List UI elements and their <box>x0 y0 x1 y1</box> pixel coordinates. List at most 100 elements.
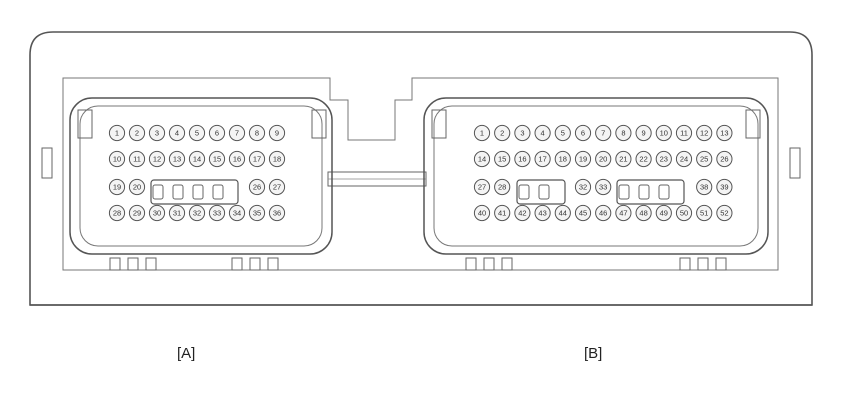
pin-label-b-33: 33 <box>599 183 607 192</box>
pin-b-6 <box>574 124 592 142</box>
pin-a-20 <box>128 178 146 196</box>
pin-b-38 <box>696 178 713 196</box>
pin-b-26 <box>716 150 733 168</box>
pin-a-9 <box>268 124 286 142</box>
pin-b-18 <box>554 150 571 168</box>
pin-label-b-20: 20 <box>599 155 607 164</box>
pin-b-40 <box>473 204 491 222</box>
pin-b-7 <box>595 124 612 142</box>
connector-b-feet <box>465 257 727 271</box>
pin-b-45 <box>574 204 592 222</box>
pin-label-a-4: 4 <box>175 129 179 138</box>
pin-b-52 <box>716 204 733 222</box>
pin-a-14 <box>188 150 206 168</box>
pin-label-a-7: 7 <box>235 129 239 138</box>
pin-label-a-9: 9 <box>275 129 279 138</box>
pin-b-9 <box>635 124 652 142</box>
key-terminal-b-4 <box>638 184 650 200</box>
key-terminal-b-5 <box>658 184 670 200</box>
pin-b-16 <box>514 150 531 168</box>
pin-label-a-36: 36 <box>273 209 281 218</box>
pin-label-a-2: 2 <box>135 129 139 138</box>
pin-label-a-35: 35 <box>253 209 261 218</box>
pin-a-31 <box>168 204 186 222</box>
key-terminal-a-1 <box>152 184 164 200</box>
pin-label-b-44: 44 <box>559 209 567 218</box>
pin-b-8 <box>615 124 632 142</box>
pin-b-20 <box>595 150 612 168</box>
pin-label-a-1: 1 <box>115 129 119 138</box>
pin-a-15 <box>208 150 226 168</box>
pin-b-12 <box>696 124 713 142</box>
pin-label-a-30: 30 <box>153 209 161 218</box>
pin-b-50 <box>675 204 693 222</box>
pin-label-a-5: 5 <box>195 129 199 138</box>
pin-b-1 <box>473 124 491 142</box>
connector-b-key-1 <box>516 179 566 205</box>
pin-label-b-32: 32 <box>579 183 587 192</box>
pin-a-13 <box>168 150 186 168</box>
connector-a-inner <box>79 105 323 247</box>
pin-a-26 <box>248 178 266 196</box>
pin-a-18 <box>268 150 286 168</box>
pin-a-2 <box>128 124 146 142</box>
pin-label-a-15: 15 <box>213 155 221 164</box>
pin-a-36 <box>268 204 286 222</box>
pin-label-b-10: 10 <box>660 129 668 138</box>
pin-b-19 <box>574 150 592 168</box>
key-terminal-a-2 <box>172 184 184 200</box>
pin-label-b-6: 6 <box>581 129 585 138</box>
pin-label-b-42: 42 <box>518 209 526 218</box>
pin-label-b-40: 40 <box>478 209 486 218</box>
pin-b-44 <box>554 204 571 222</box>
pin-b-13 <box>716 124 733 142</box>
pin-label-b-14: 14 <box>478 155 486 164</box>
pin-b-24 <box>675 150 693 168</box>
pin-b-32 <box>574 178 592 196</box>
pin-label-a-13: 13 <box>173 155 181 164</box>
pin-label-b-11: 11 <box>680 129 688 138</box>
pin-label-b-26: 26 <box>720 155 728 164</box>
pin-label-a-10: 10 <box>113 155 121 164</box>
pin-b-46 <box>595 204 612 222</box>
pin-b-43 <box>534 204 551 222</box>
pin-label-b-21: 21 <box>619 155 627 164</box>
connector-b-latch-left <box>431 109 447 139</box>
pin-label-b-4: 4 <box>541 129 545 138</box>
pin-label-b-39: 39 <box>720 183 728 192</box>
pin-label-b-1: 1 <box>480 129 484 138</box>
pin-label-b-41: 41 <box>498 209 506 218</box>
pin-label-b-2: 2 <box>500 129 504 138</box>
pin-label-b-5: 5 <box>561 129 565 138</box>
pin-label-b-12: 12 <box>700 129 708 138</box>
key-terminal-b-3 <box>618 184 630 200</box>
pin-a-7 <box>228 124 246 142</box>
pin-a-10 <box>108 150 126 168</box>
pin-b-3 <box>514 124 531 142</box>
pin-label-a-14: 14 <box>193 155 201 164</box>
pin-a-6 <box>208 124 226 142</box>
pin-label-b-51: 51 <box>700 209 708 218</box>
connector-b-key-2 <box>616 179 685 205</box>
pin-b-11 <box>675 124 693 142</box>
connector-b-label: [B] <box>584 345 603 362</box>
pin-b-39 <box>716 178 733 196</box>
pin-label-b-47: 47 <box>619 209 627 218</box>
pin-a-1 <box>108 124 126 142</box>
pin-a-5 <box>188 124 206 142</box>
connector-b-shell <box>423 97 769 255</box>
pin-label-b-15: 15 <box>498 155 506 164</box>
pin-label-b-49: 49 <box>660 209 668 218</box>
pin-label-b-48: 48 <box>639 209 647 218</box>
pin-a-16 <box>228 150 246 168</box>
pin-b-23 <box>655 150 672 168</box>
pin-b-10 <box>655 124 672 142</box>
pin-label-a-29: 29 <box>133 209 141 218</box>
pin-label-b-28: 28 <box>498 183 506 192</box>
pin-a-27 <box>268 178 286 196</box>
pin-b-22 <box>635 150 652 168</box>
pin-label-a-8: 8 <box>255 129 259 138</box>
